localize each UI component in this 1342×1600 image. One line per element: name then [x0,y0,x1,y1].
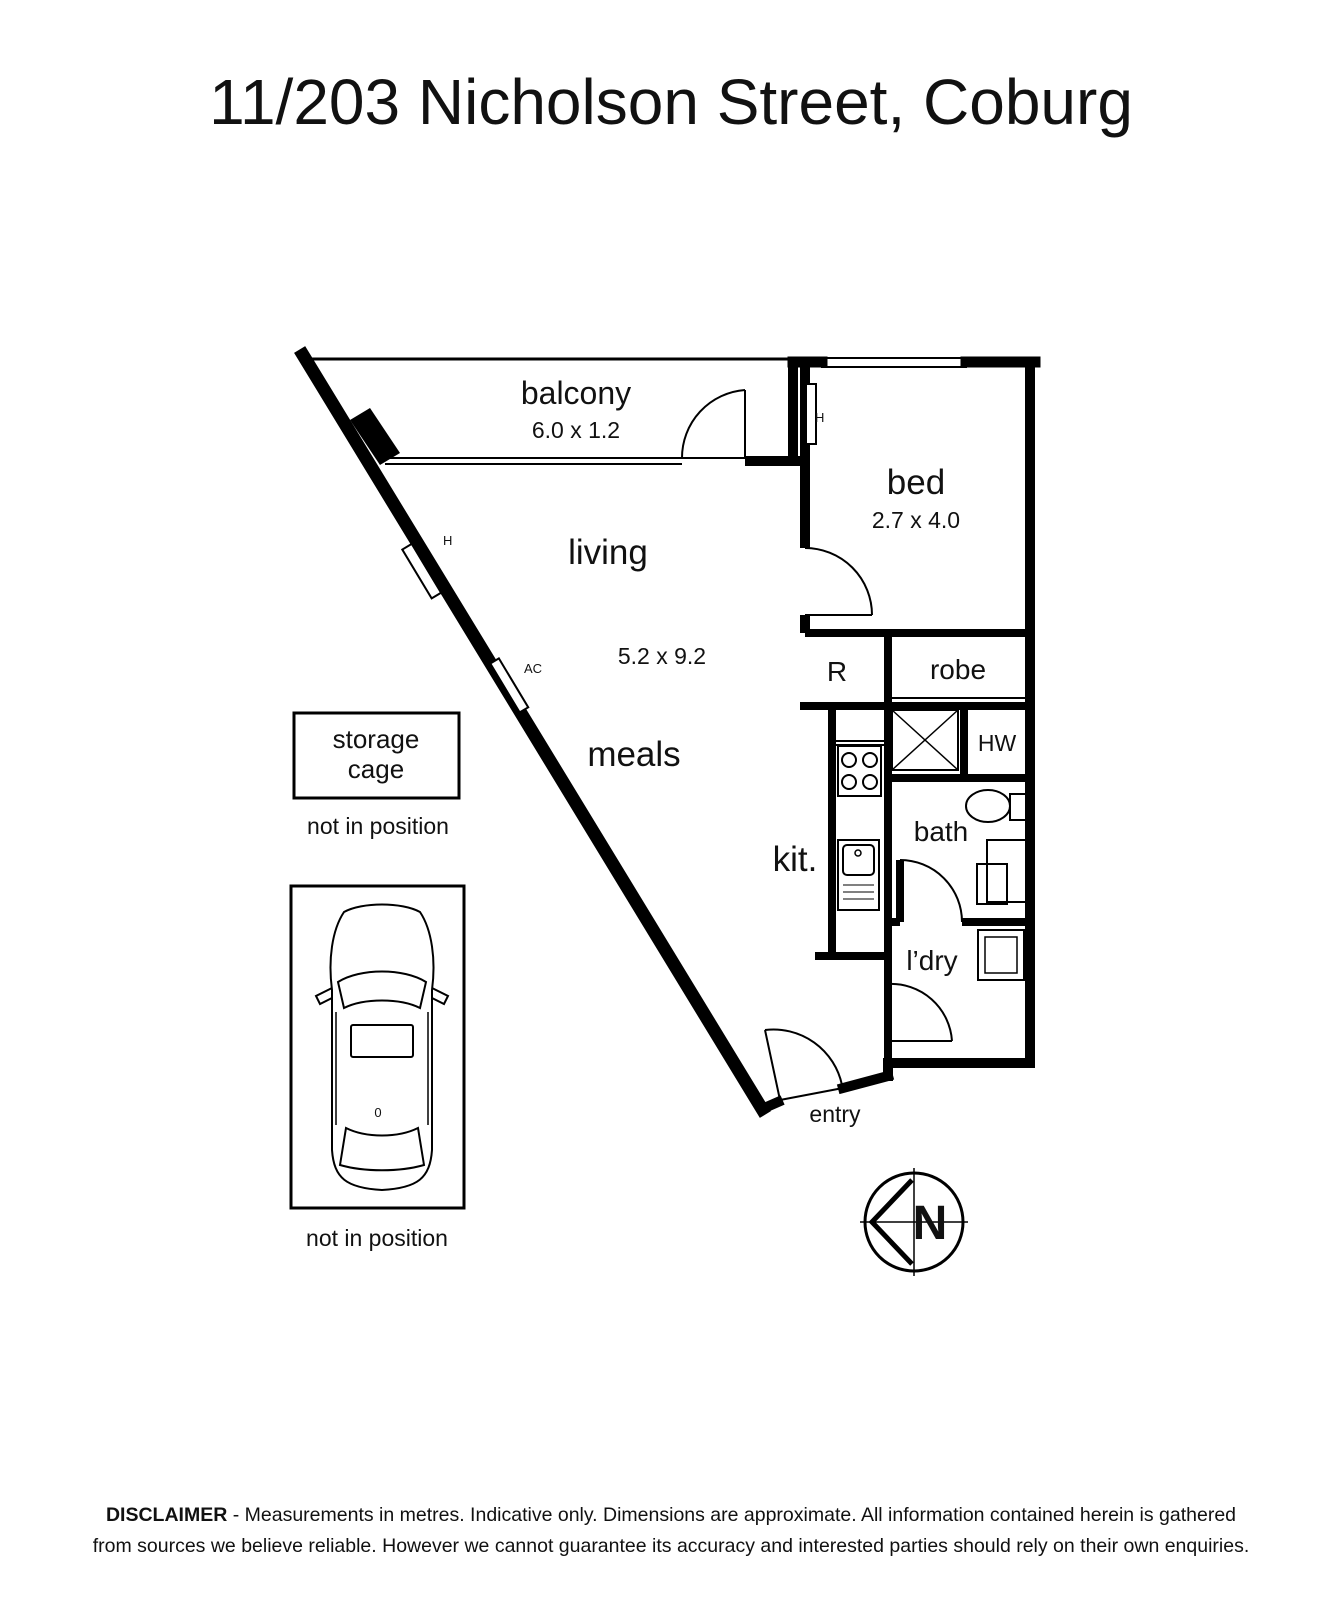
balcony-sliding-door [385,362,800,466]
page-title: 11/203 Nicholson Street, Coburg [209,66,1133,138]
ldry-label: l’dry [906,945,957,976]
car-space [289,884,466,1210]
compass-letter: N [913,1197,948,1250]
living-label: living [568,533,648,572]
disclaimer-heading: DISCLAIMER [105,1504,228,1526]
balcony-dims: 6.0 x 1.2 [532,417,620,443]
hw-label: HW [978,730,1017,756]
r-label: R [827,656,847,687]
balcony-door [680,389,746,459]
balcony-label: balcony [521,375,631,411]
disclaimer-line1: DISCLAIMER - Measurements in metres. Ind… [105,1504,1237,1526]
storage-label-line1: storage [333,724,420,754]
robe-label: robe [930,654,986,685]
bed-dims: 2.7 x 4.0 [872,507,960,533]
disclaimer-line2: from sources we believe reliable. Howeve… [92,1535,1250,1557]
bed-label: bed [887,463,945,502]
laundry-door [887,982,953,1042]
storage-note: not in position [307,813,449,839]
storage-cage-box [292,711,461,800]
bath-walls [884,770,1030,1063]
heater-living [400,542,443,600]
compass-icon [860,1168,968,1276]
heater-bed-label: H [815,410,824,425]
car-note: not in position [306,1225,448,1251]
heater-bed [805,383,817,445]
column-block [350,408,400,465]
car-mark: 0 [374,1105,381,1120]
disclaimer: DISCLAIMER - Measurements in metres. Ind… [40,1500,1302,1562]
heater-living-label: H [443,533,452,548]
hw-cupboard [891,706,1030,782]
robe-walls [800,633,1030,710]
ac-unit [488,657,530,714]
kitchen-bench [815,706,892,960]
meals-label: meals [587,735,680,774]
storage-label-line2: cage [348,754,404,784]
entry-door [764,1028,844,1101]
entry-label: entry [809,1101,861,1127]
bath-label: bath [914,816,969,847]
kit-label: kit. [773,840,818,879]
ac-label: AC [524,661,542,676]
living-dims: 5.2 x 9.2 [618,643,706,669]
